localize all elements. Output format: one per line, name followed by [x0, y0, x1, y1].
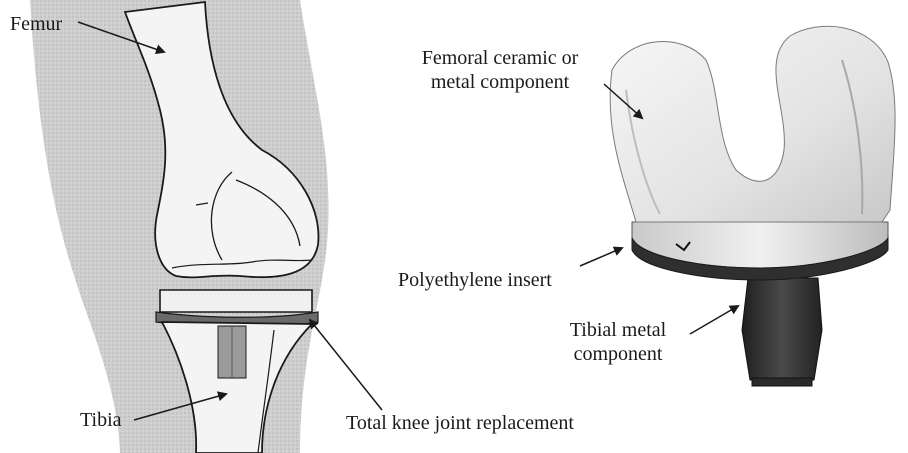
tibial-plateau [160, 290, 312, 312]
tibial-component-arrow [690, 306, 738, 334]
polyethylene-insert-label: Polyethylene insert [398, 268, 552, 292]
femur-label: Femur [10, 12, 62, 36]
tibial-component-label-line2: component [548, 342, 688, 366]
tibia-label: Tibia [80, 408, 122, 432]
femoral-component [610, 26, 895, 222]
femoral-component-label-line1: Femoral ceramic or [380, 46, 620, 70]
total-knee-replacement-label: Total knee joint replacement [346, 411, 574, 435]
femoral-component-label: Femoral ceramic or metal component [380, 46, 620, 94]
total-knee-arrow [310, 320, 382, 410]
femoral-component-label-line2: metal component [380, 70, 620, 94]
tibial-metal-stem [742, 278, 822, 380]
tibial-component-label-line1: Tibial metal [548, 318, 688, 342]
tibial-component-label: Tibial metal component [548, 318, 688, 366]
polyethylene-arrow [580, 248, 622, 266]
leg-illustration [30, 0, 329, 453]
